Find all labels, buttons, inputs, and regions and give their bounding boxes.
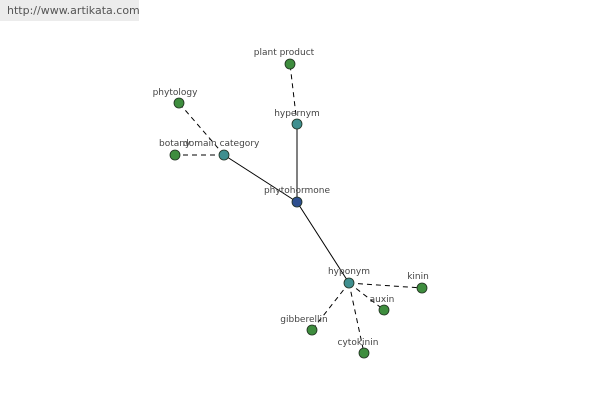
graph-nodes — [169, 58, 428, 359]
edge-hyponym-to-cytokinin — [348, 282, 365, 354]
node-plant-product[interactable] — [284, 58, 296, 70]
edge-hyponym-to-gibberellin — [311, 282, 350, 331]
node-label-hyponym[interactable]: hyponym — [328, 267, 370, 277]
graph-edges — [175, 63, 423, 354]
node-label-gibberellin[interactable]: gibberellin — [280, 315, 327, 325]
site-url-banner[interactable]: http://www.artikata.com — [0, 0, 140, 21]
node-phytohormone[interactable] — [291, 196, 303, 208]
edge-domain-category-to-phytology — [178, 102, 225, 156]
edge-hypernym-to-plant-product — [289, 63, 298, 125]
node-cytokinin[interactable] — [358, 347, 370, 359]
edge-phytohormone-to-domain-category — [223, 154, 298, 203]
node-domain-category[interactable] — [218, 149, 230, 161]
node-label-phytohormone[interactable]: phytohormone — [264, 186, 331, 196]
node-label-phytology[interactable]: phytology — [153, 88, 198, 98]
node-label-domain-category[interactable]: domain category — [183, 139, 260, 149]
node-auxin[interactable] — [378, 304, 390, 316]
node-label-botany[interactable]: botany — [159, 139, 191, 149]
node-label-hypernym[interactable]: hypernym — [274, 109, 320, 119]
node-kinin[interactable] — [416, 282, 428, 294]
edge-phytohormone-to-hyponym — [296, 201, 350, 284]
node-gibberellin[interactable] — [306, 324, 318, 336]
node-label-kinin[interactable]: kinin — [407, 272, 429, 282]
node-botany[interactable] — [169, 149, 181, 161]
edge-hyponym-to-auxin — [348, 282, 385, 311]
graph-labels: phytohormone hypernym domain category hypon… — [153, 48, 429, 348]
edge-hyponym-to-kinin — [348, 282, 423, 289]
node-label-plant-product[interactable]: plant product — [254, 48, 315, 58]
node-hyponym[interactable] — [343, 277, 355, 289]
node-label-cytokinin[interactable]: cytokinin — [338, 338, 379, 348]
node-label-auxin[interactable]: auxin — [370, 295, 395, 305]
node-hypernym[interactable] — [291, 118, 303, 130]
node-phytology[interactable] — [173, 97, 185, 109]
